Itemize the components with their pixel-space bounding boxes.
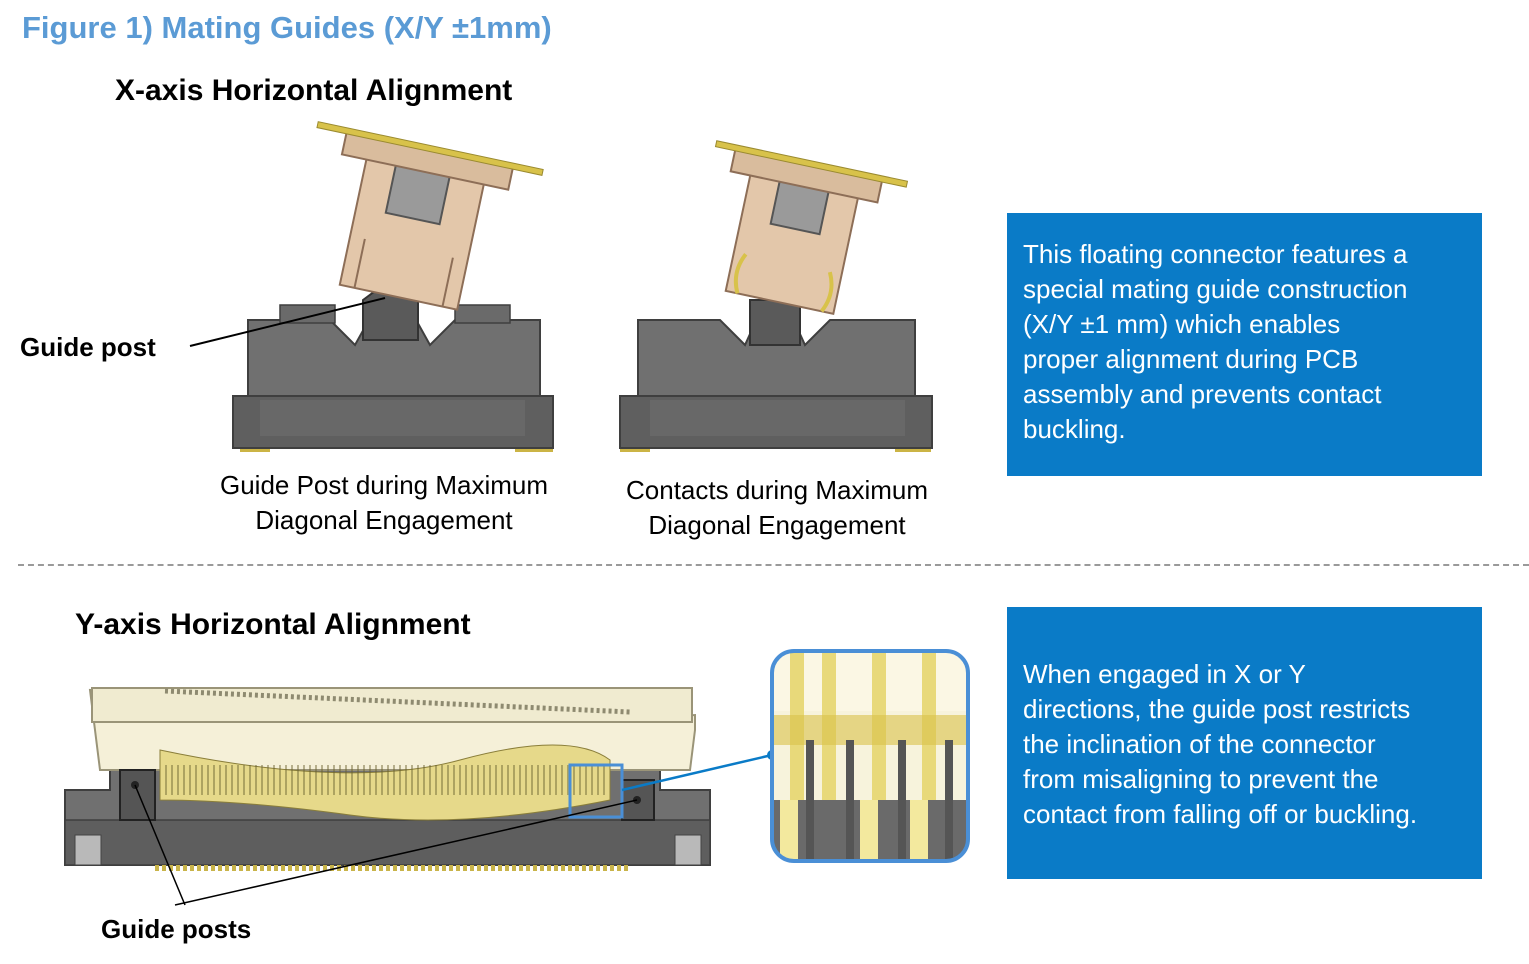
x-guide-post-illustration [189, 121, 554, 452]
x-info-line: special mating guide construction [1023, 274, 1408, 304]
y-info-line: from misaligning to prevent the [1023, 764, 1379, 794]
guide-post-caption-line-1: Guide Post during Maximum [219, 470, 549, 500]
y-info-line: contact from falling off or buckling. [1023, 799, 1418, 829]
section-divider [18, 564, 1529, 566]
y-axis-info-box: When engaged in X or Y directions, the g… [1007, 607, 1482, 879]
zoom-detail-illustration [621, 649, 970, 863]
y-info-line: the inclination of the connector [1023, 729, 1376, 759]
y-axis-section-title: Y-axis Horizontal Alignment [75, 608, 471, 641]
x-contacts-illustration [619, 140, 933, 452]
x-info-line: proper alignment during PCB [1023, 344, 1359, 374]
x-axis-info-box: This floating connector features a speci… [1007, 213, 1482, 476]
guide-post-caption: Guide Post during Maximum Diagonal Engag… [170, 468, 598, 538]
contacts-caption-line-2: Diagonal Engagement [648, 510, 906, 540]
contacts-caption-line-1: Contacts during Maximum [626, 475, 928, 505]
x-info-line: (X/Y ±1 mm) which enables [1023, 309, 1341, 339]
y-info-line: When engaged in X or Y [1023, 659, 1306, 689]
y-info-line: directions, the guide post restricts [1023, 694, 1411, 724]
x-info-line: assembly and prevents contact [1023, 379, 1382, 409]
guide-post-caption-line-2: Diagonal Engagement [255, 505, 513, 535]
x-info-line: This floating connector features a [1023, 239, 1408, 269]
guide-posts-label: Guide posts [101, 914, 252, 944]
x-axis-section-title: X-axis Horizontal Alignment [115, 74, 513, 107]
x-info-line: buckling. [1023, 414, 1126, 444]
y-connector-illustration [64, 687, 711, 906]
guide-post-label: Guide post [20, 332, 156, 362]
contacts-caption: Contacts during Maximum Diagonal Engagem… [580, 473, 974, 543]
figure-title: Figure 1) Mating Guides (X/Y ±1mm) [22, 10, 552, 45]
